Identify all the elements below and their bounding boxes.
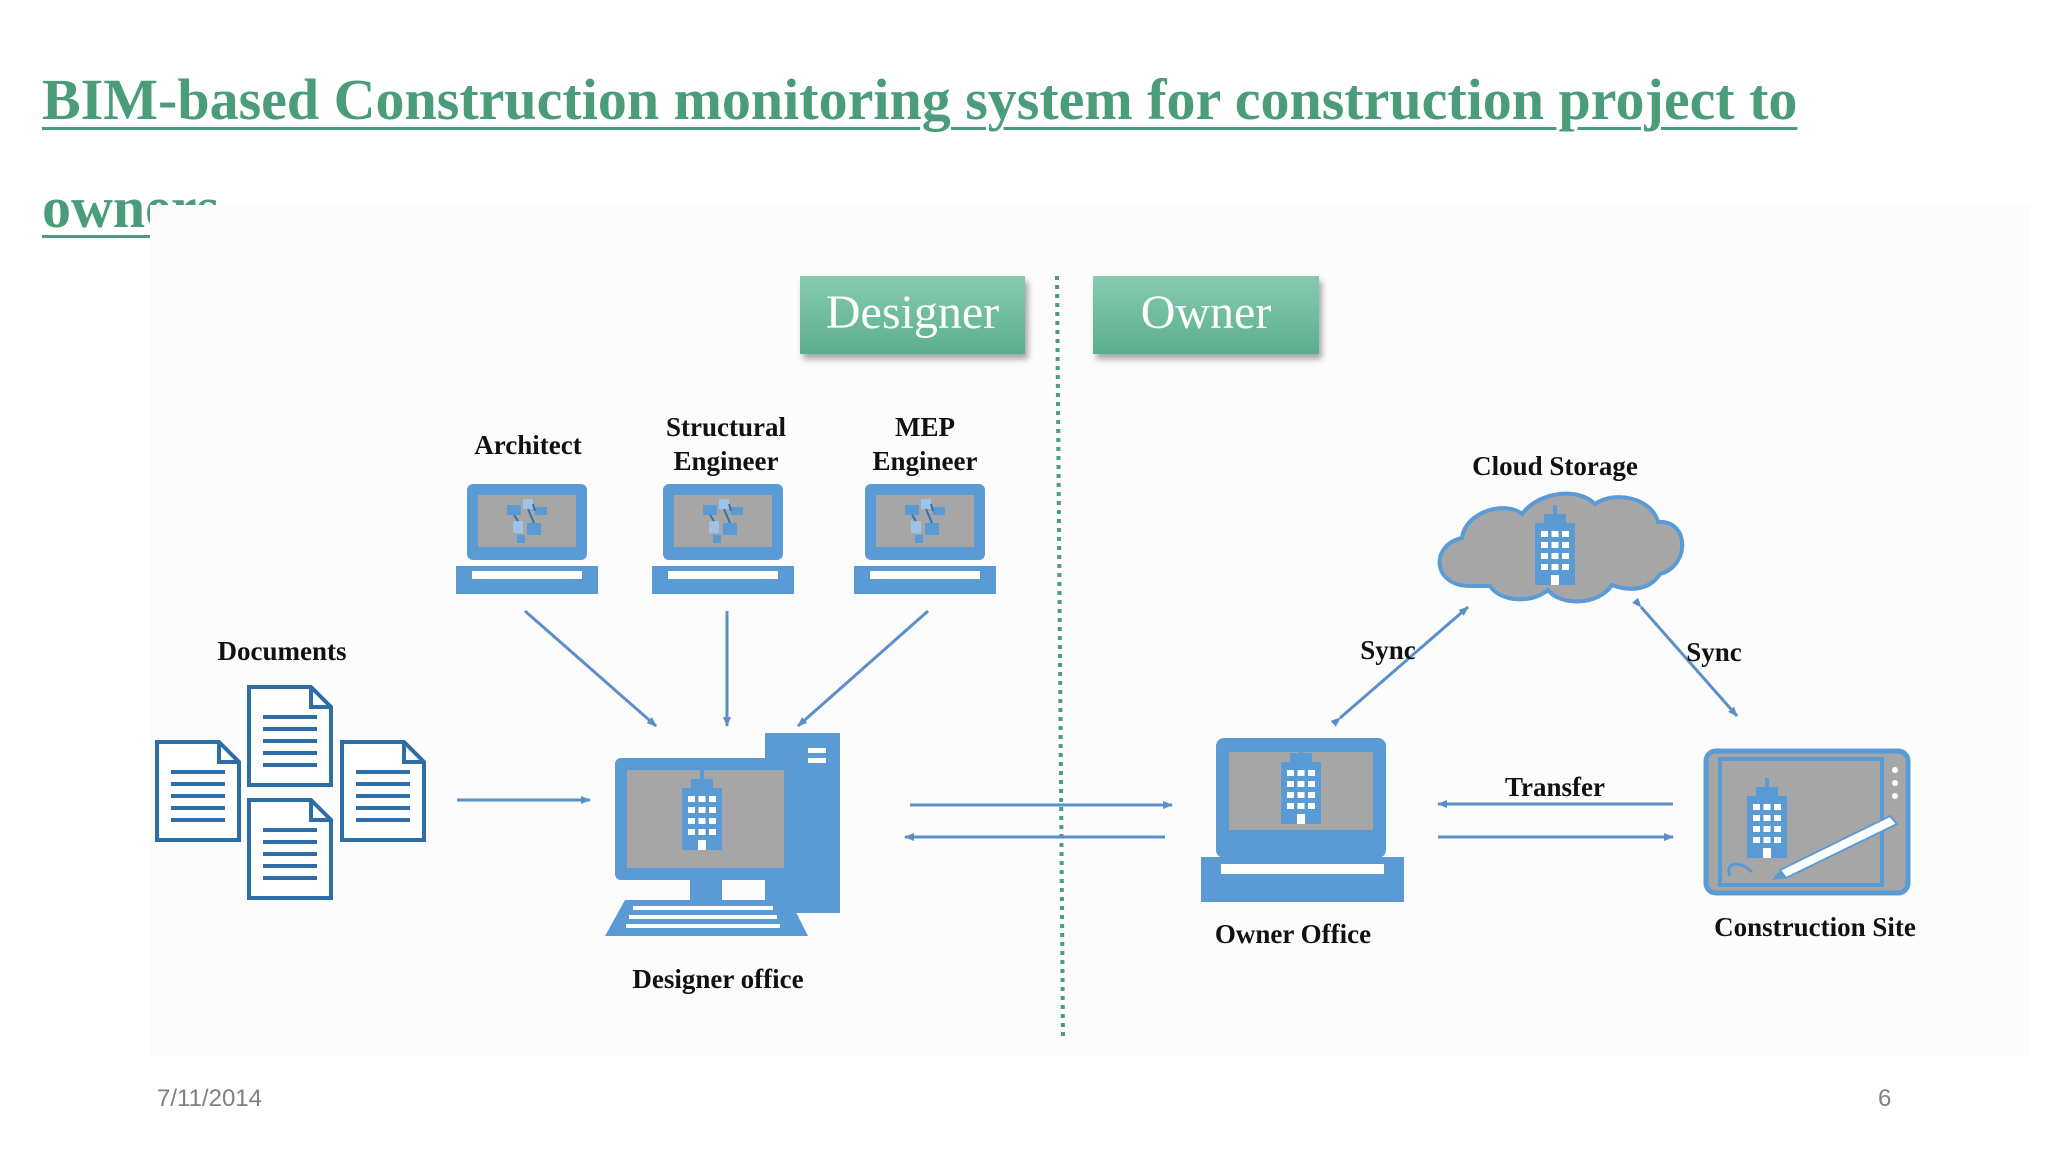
designer-office-desktop-icon [605,733,840,936]
owner-banner: Owner [1093,276,1319,354]
arrow-sync-cloud-construction [1632,597,1739,717]
structural-engineer-laptop-icon [652,484,794,594]
cloud-storage-icon [1437,491,1685,604]
designer-owner-divider [1055,275,1065,1041]
cloud-storage-label: Cloud Storage [1472,451,1638,481]
architect-laptop-icon [456,484,598,594]
mep-engineer-label: MEP Engineer [872,412,978,476]
sync-left-label: Sync [1360,635,1416,665]
architect-label: Architect [474,430,582,460]
designer-office-label: Designer office [632,964,804,994]
documents-label: Documents [217,636,347,666]
footer-date: 7/11/2014 [157,1085,262,1112]
documents-icon [155,685,426,900]
designer-banner: Designer [800,276,1025,354]
construction-site-label: Construction Site [1714,912,1916,942]
construction-site-tablet-icon [1703,748,1911,896]
footer-page-number: 6 [1878,1085,1892,1112]
owner-office-laptop-icon [1201,738,1404,902]
transfer-label: Transfer [1505,772,1605,802]
arrow-architect-to-office [524,609,657,728]
arrow-sync-owner-cloud [1330,605,1469,727]
sync-right-label: Sync [1686,637,1742,667]
structural-engineer-label: Structural Engineer [666,412,786,476]
mep-engineer-laptop-icon [854,484,996,594]
owner-office-label: Owner Office [1214,919,1372,949]
arrow-mep-to-office [797,609,929,728]
